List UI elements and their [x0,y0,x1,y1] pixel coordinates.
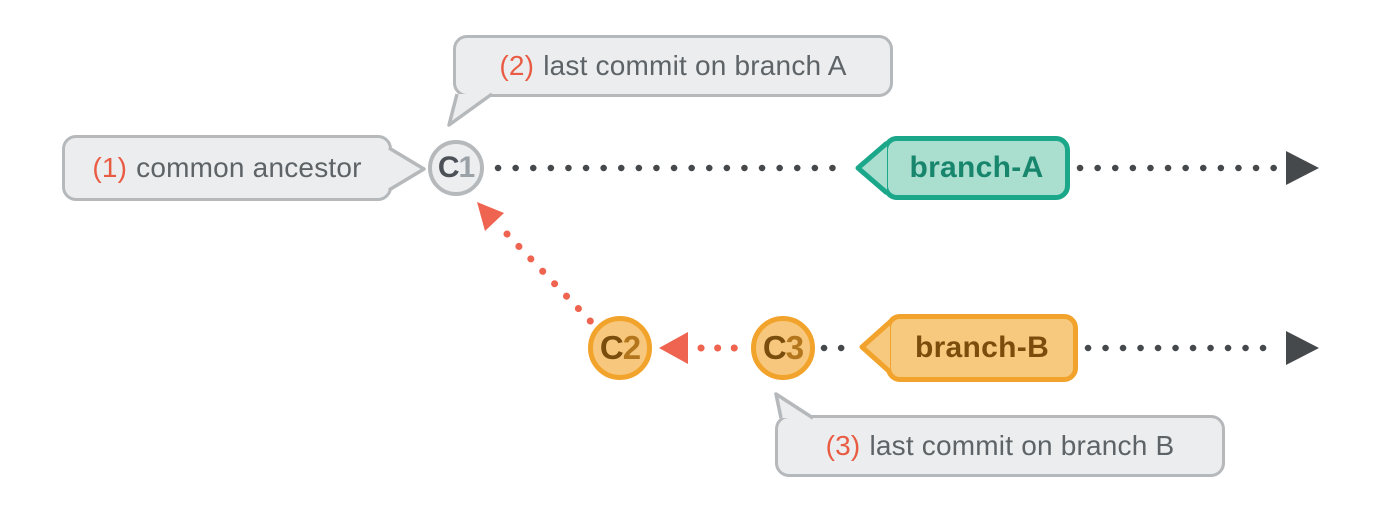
parent-pointer-c2-to-c1 [503,230,600,331]
commit-digit: 3 [785,329,804,366]
callout-last-commit-branch-a: (2) last commit on branch A [453,35,893,97]
commit-letter: C [762,329,787,366]
commit-letter: C [437,151,460,184]
branch-b-arrowhead-icon [1286,331,1319,365]
commit-digit: 1 [458,151,475,184]
callout-common-ancestor: (1) common ancestor [62,135,392,201]
branch-a-arrowhead-icon [1286,151,1319,185]
callout-number: (3) [825,430,861,461]
commit-letter: C [599,329,624,366]
callout-label: last commit on branch B [869,430,1175,461]
branch-b-tag: branch-B [886,314,1078,382]
branch-a-tag: branch-A [883,136,1070,200]
callout-label: common ancestor [136,152,362,183]
branch-a-tag-label: branch-A [909,151,1044,184]
callout-number: (1) [92,152,128,183]
commit-digit: 2 [622,329,641,366]
red-left-arrowhead-icon [659,332,688,364]
callout-last-commit-branch-b: (3) last commit on branch B [775,415,1225,477]
red-diagonal-arrowhead-icon [477,202,504,231]
callout-number: (2) [499,50,535,81]
callout-label: last commit on branch A [543,50,847,81]
branch-b-tag-label: branch-B [914,331,1050,364]
